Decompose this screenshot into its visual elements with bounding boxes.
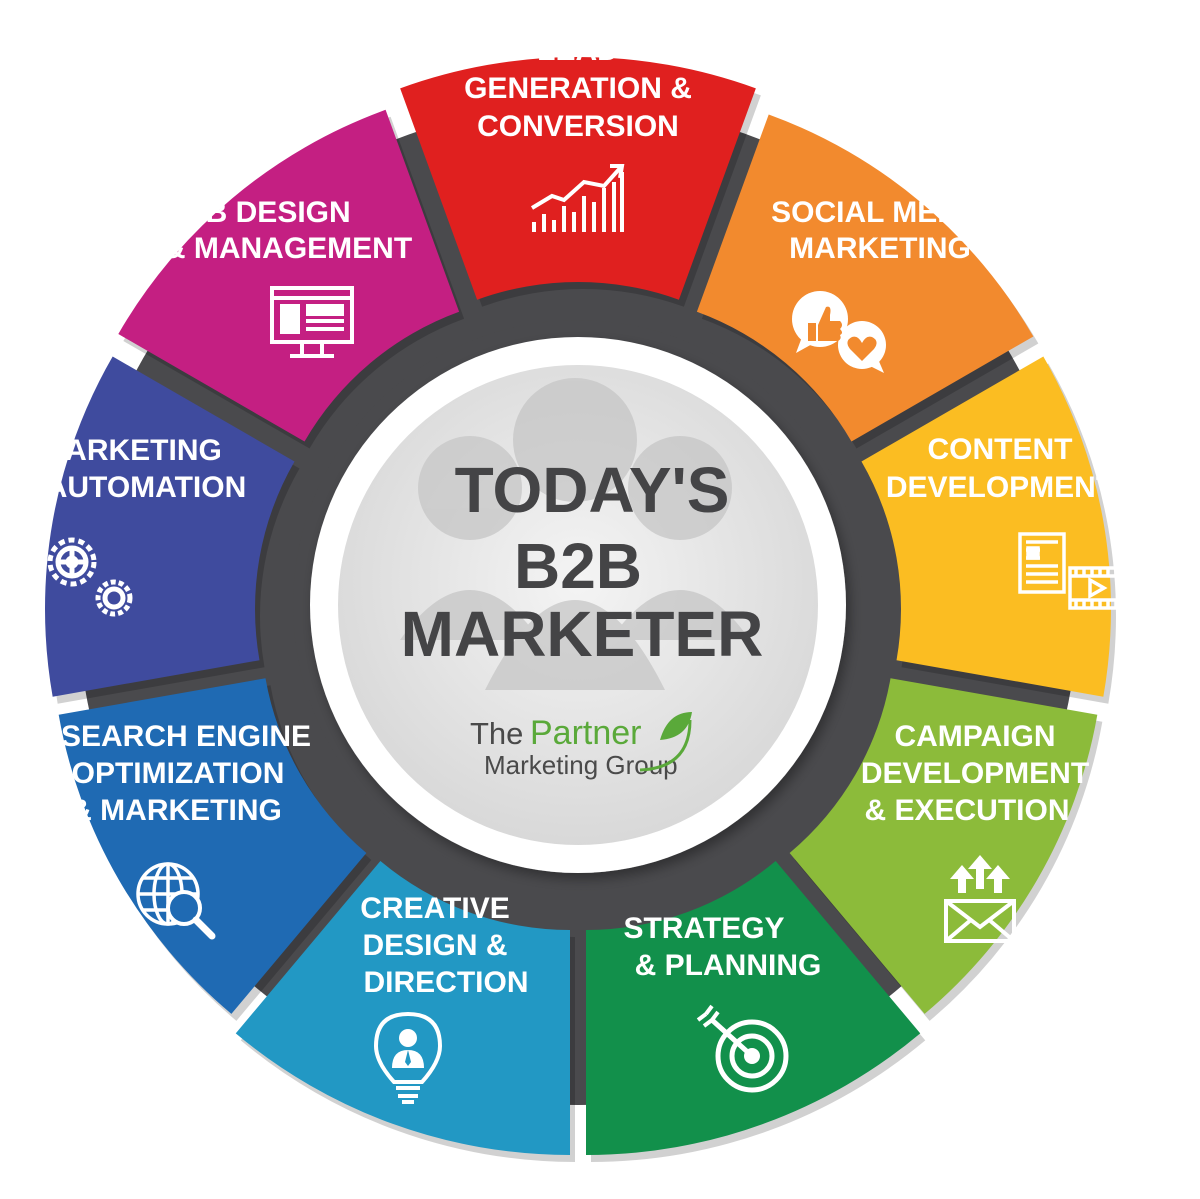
segment-label-campaign-2: DEVELOPMENT: [861, 757, 1089, 790]
partner-marketing-logo: The Partner Marketing Group: [470, 712, 692, 780]
segment-shape-lead: [400, 57, 756, 300]
segment-label-content-2: DEVELOPMENT: [886, 471, 1114, 504]
segments-group: [44, 57, 1116, 1162]
segment-label-automation-1: MARKETING: [40, 434, 222, 467]
segment-label-content-1: CONTENT: [928, 433, 1073, 466]
segment-label-web-2: & MANAGEMENT: [164, 232, 412, 265]
segment-label-campaign-3: & EXECUTION: [864, 794, 1069, 827]
document-video-icon: [1018, 532, 1124, 610]
segment-shape-campaign: [789, 678, 1098, 1014]
segment-shape-creative: [235, 860, 571, 1155]
center-title-line-3: MARKETER: [401, 598, 764, 670]
social-chat-icon: [792, 291, 886, 373]
globe-search-icon: [136, 862, 216, 940]
segment-label-creative-1: CREATIVE: [360, 892, 509, 925]
segment-label-strategy-2: & PLANNING: [635, 949, 822, 982]
segment-campaign: [789, 678, 1103, 1021]
segment-label-seo-2: OPTIMIZATION: [72, 757, 285, 790]
segment-shape-strategy: [586, 860, 921, 1155]
envelope-arrows-icon: [944, 855, 1016, 943]
swoosh-icon: [639, 719, 692, 772]
segment-label-lead-1: LEAD: [537, 34, 619, 67]
logo-subtitle: Marketing Group: [484, 750, 678, 780]
segment-strategy: [586, 860, 926, 1162]
segment-label-creative-2: DESIGN &: [362, 929, 507, 962]
segment-label-social-1: SOCIAL MEDIA: [771, 196, 989, 229]
center-title-line-1: TODAY'S: [455, 454, 730, 526]
growth-chart-icon: [530, 164, 625, 232]
segment-content: [861, 356, 1116, 704]
segment-web: [118, 109, 465, 449]
segment-label-social-2: MARKETING: [789, 232, 971, 265]
segment-shape-content: [861, 356, 1111, 697]
segment-shape-web: [118, 109, 460, 442]
segment-label-lead-3: CONVERSION: [477, 110, 679, 143]
people-silhouette-icon: [400, 378, 750, 690]
segment-social: [696, 114, 1039, 449]
center-title-line-2: B2B: [514, 530, 642, 602]
segment-shape-seo: [58, 678, 367, 1014]
segment-label-campaign-1: CAMPAIGN: [894, 720, 1055, 753]
lightbulb-person-icon: [373, 1011, 443, 1104]
target-icon: [696, 1004, 789, 1093]
segment-label-strategy-1: STRATEGY: [623, 912, 784, 945]
segment-shape-social: [696, 114, 1034, 442]
logo-partner: Partner: [530, 714, 642, 752]
segment-label-seo-3: & MARKETING: [70, 794, 282, 827]
logo-the: The: [470, 716, 523, 751]
segment-label-automation-2: AUTOMATION: [46, 471, 247, 504]
segment-label-web-1: WEB DESIGN: [157, 196, 350, 229]
leaf-icon: [660, 712, 692, 740]
segment-seo: [58, 678, 372, 1021]
segment-label-creative-3: DIRECTION: [364, 966, 529, 999]
gears-icon: [47, 537, 133, 617]
segment-label-lead-2: GENERATION &: [464, 72, 692, 105]
monitor-icon: [270, 286, 354, 358]
segment-label-seo-1: SEARCH ENGINE: [61, 720, 311, 753]
